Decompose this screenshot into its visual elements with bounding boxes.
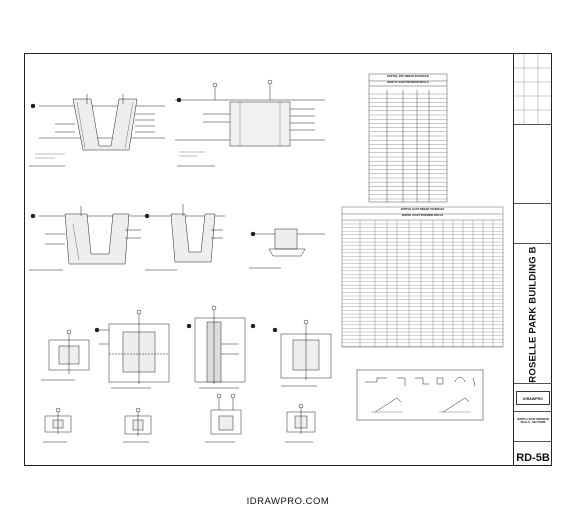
revision-strip xyxy=(514,54,552,125)
section-detail-6 xyxy=(41,329,90,381)
small-detail-13 xyxy=(285,403,316,443)
stamp-cell xyxy=(514,204,552,244)
section-detail-9 xyxy=(272,319,332,387)
title-block: ROSELLE PARK BUILDING B iDRAWPRO NORTH /… xyxy=(513,54,552,465)
small-detail-11 xyxy=(123,407,152,443)
logo-cell xyxy=(514,384,552,412)
wall-section-detail-5 xyxy=(249,228,325,269)
drawing-sheet: PARTIAL RYE REBAR SCHEDULE NORTH / EAST … xyxy=(24,53,552,466)
project-cell xyxy=(514,244,552,384)
small-schedule-subtitle: NORTH / EAST INTERIOR WALLS xyxy=(387,81,429,84)
large-schedule-title: PARTIAL EAST REBAR SCHEDULE xyxy=(400,208,445,211)
revision-lines xyxy=(514,54,552,124)
large-schedule-subtitle: NORTH / EAST INTERIOR WALLS xyxy=(401,214,444,217)
notes-cell xyxy=(514,124,552,204)
rebar-bend-details xyxy=(356,369,484,421)
wall-section-detail-2 xyxy=(175,79,325,167)
small-detail-10 xyxy=(43,407,72,443)
sheet-title: NORTH / EAST INTERIOR WALLS - SECTIONS xyxy=(517,418,549,424)
company-logo: iDRAWPRO xyxy=(516,391,550,405)
wall-section-detail-3 xyxy=(29,206,145,271)
drawing-area xyxy=(29,73,504,443)
sheet-number: RD-5B xyxy=(516,452,550,464)
small-schedule-title: PARTIAL RYE REBAR SCHEDULE xyxy=(387,75,429,78)
wall-section-detail-1 xyxy=(29,94,165,167)
section-detail-7 xyxy=(94,309,170,389)
sheet-title-cell xyxy=(514,412,552,442)
section-detail-8 xyxy=(186,305,256,389)
rebar-schedule-small xyxy=(368,73,448,203)
rebar-schedule-large xyxy=(341,206,504,348)
wall-section-detail-4 xyxy=(144,204,225,271)
footer-watermark: IDRAWPRO.COM xyxy=(246,496,330,507)
small-detail-12 xyxy=(205,393,242,443)
